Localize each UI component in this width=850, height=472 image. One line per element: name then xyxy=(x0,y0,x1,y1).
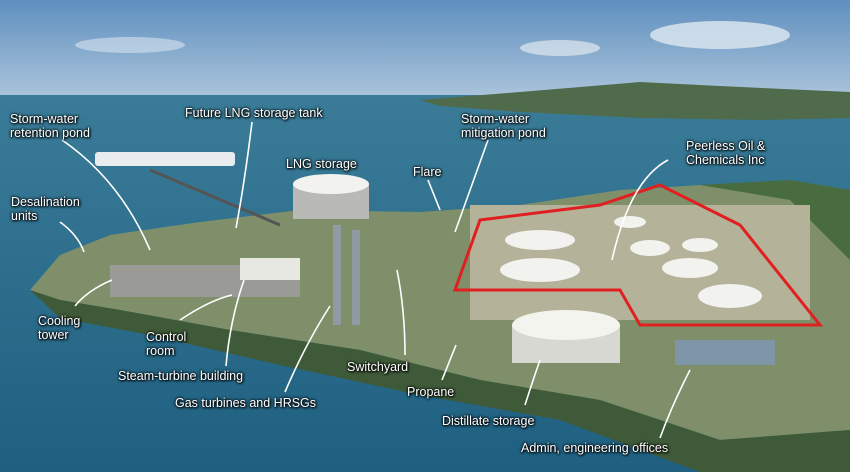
distant-headland xyxy=(420,82,850,120)
storage-tank xyxy=(500,258,580,282)
stack xyxy=(352,230,360,325)
storage-tank xyxy=(662,258,718,278)
storage-tank xyxy=(505,230,575,250)
turbine-hall xyxy=(240,258,300,280)
label-flare: Flare xyxy=(413,165,442,179)
label-storm-water-retention-pond: Storm-water retention pond xyxy=(10,112,90,140)
cloud xyxy=(650,21,790,49)
cloud xyxy=(75,37,185,53)
jetty xyxy=(149,168,281,227)
storage-tank xyxy=(630,240,670,256)
label-storm-water-mitigation-pond: Storm-water mitigation pond xyxy=(461,112,546,140)
label-peerless-oil-chemicals: Peerless Oil & Chemicals Inc xyxy=(686,139,766,167)
label-future-lng-storage-tank: Future LNG storage tank xyxy=(185,106,323,120)
storage-tank xyxy=(682,238,718,252)
distillate-tank-top xyxy=(512,310,620,340)
stack xyxy=(333,225,341,325)
label-steam-turbine-building: Steam-turbine building xyxy=(118,369,244,383)
label-distillate-storage: Distillate storage xyxy=(442,414,535,428)
label-lng-storage: LNG storage xyxy=(286,157,357,171)
lng-tank-dome xyxy=(293,174,369,194)
storage-tank xyxy=(698,284,762,308)
label-desalination-units: Desalination units xyxy=(11,195,80,223)
label-propane: Propane xyxy=(407,385,455,399)
label-control-room: Control room xyxy=(146,330,187,358)
label-gas-turbines-hrsgs: Gas turbines and HRSGs xyxy=(175,396,317,410)
label-cooling-tower: Cooling tower xyxy=(38,314,81,342)
storage-tank xyxy=(614,216,646,228)
admin-buildings xyxy=(675,340,775,365)
label-admin-engineering-offices: Admin, engineering offices xyxy=(521,441,669,455)
lng-carrier-ship xyxy=(95,152,235,166)
label-switchyard: Switchyard xyxy=(347,360,409,374)
cloud xyxy=(520,40,600,56)
